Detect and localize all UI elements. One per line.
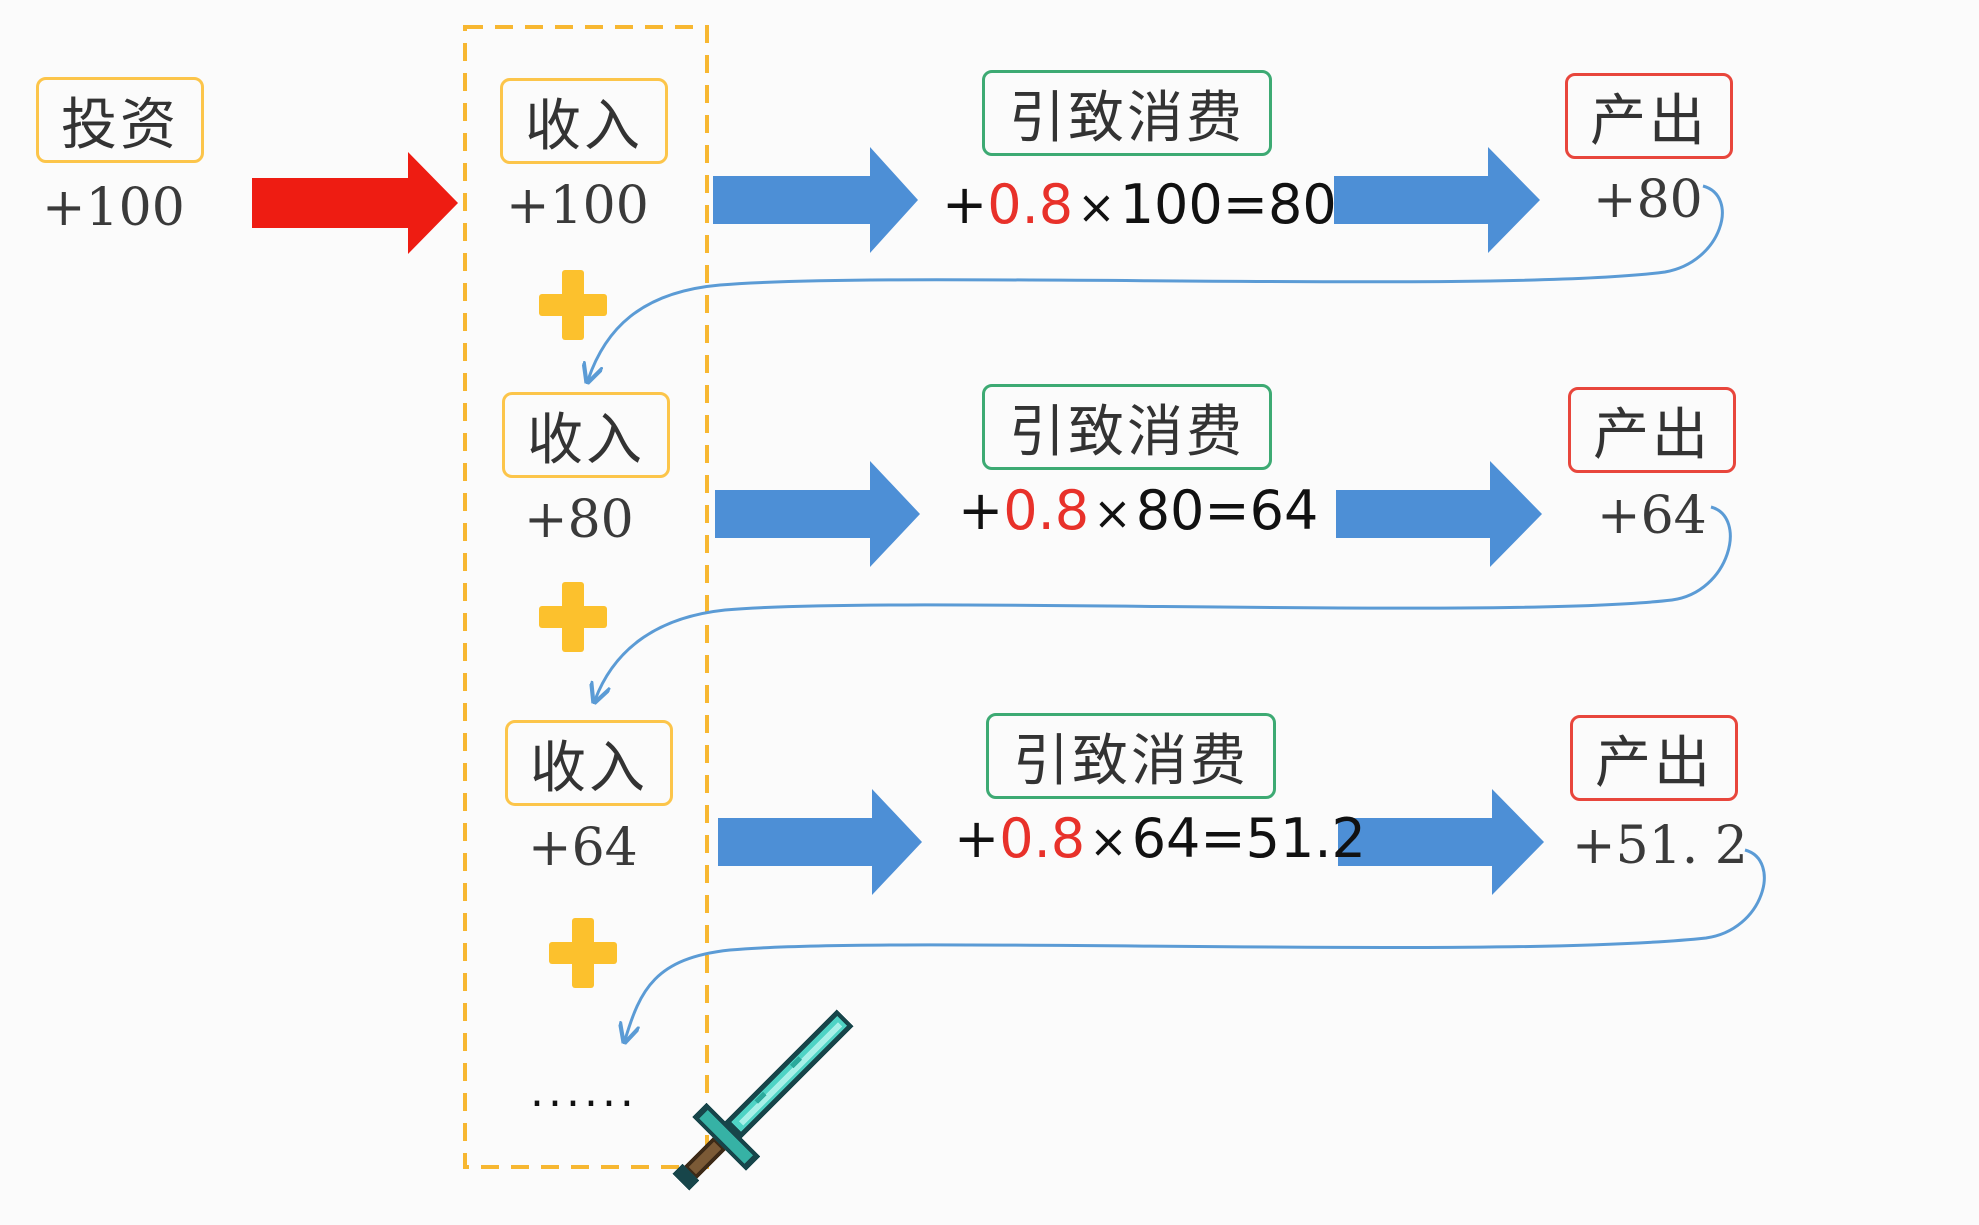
plus-icon — [539, 582, 607, 652]
consumption-box: 引致消费 — [982, 70, 1272, 156]
income-value: +80 — [524, 490, 634, 550]
investment-box: 投资 — [36, 77, 204, 163]
times-sign: × — [1093, 486, 1132, 540]
investment-label: 投资 — [61, 92, 179, 158]
consumption-label: 引致消费 — [1013, 728, 1249, 794]
mpc-coefficient: 0.8 — [987, 173, 1074, 236]
income-value: +100 — [506, 176, 649, 236]
investment-arrow-icon — [252, 152, 458, 254]
income-box: 收入 — [505, 720, 673, 806]
formula-result: 80=64 — [1135, 479, 1319, 542]
investment-value: +100 — [42, 178, 185, 238]
feedback-curve-icon — [595, 505, 1732, 700]
continuation-ellipsis: ...... — [530, 1066, 638, 1117]
consumption-to-output-arrow-icon — [1338, 789, 1544, 895]
income-to-consumption-arrow-icon — [713, 147, 918, 253]
consumption-to-output-arrow-icon — [1336, 461, 1542, 567]
income-label: 收入 — [527, 407, 645, 473]
income-label: 收入 — [525, 93, 643, 159]
consumption-formula: + 0.8 × 100=80 — [942, 178, 1337, 232]
output-box: 产出 — [1565, 73, 1733, 159]
formula-prefix: + — [954, 807, 1000, 870]
times-sign: × — [1089, 814, 1128, 868]
mpc-coefficient: 0.8 — [1003, 479, 1090, 542]
income-label: 收入 — [530, 735, 648, 801]
output-box: 产出 — [1568, 387, 1736, 473]
output-value: +51. 2 — [1572, 816, 1748, 876]
income-box: 收入 — [502, 392, 670, 478]
consumption-label: 引致消费 — [1009, 85, 1245, 151]
income-column-border — [463, 25, 709, 1169]
output-value: +80 — [1593, 170, 1703, 230]
income-to-consumption-arrow-icon — [718, 789, 922, 895]
consumption-to-output-arrow-icon — [1334, 147, 1540, 253]
output-label: 产出 — [1595, 730, 1713, 796]
formula-result: 100=80 — [1119, 173, 1337, 236]
feedback-curve-icon — [588, 184, 1724, 380]
mpc-coefficient: 0.8 — [999, 807, 1086, 870]
income-box: 收入 — [500, 78, 668, 164]
output-value: +64 — [1597, 486, 1707, 546]
income-value: +64 — [528, 818, 638, 878]
output-box: 产出 — [1570, 715, 1738, 801]
consumption-box: 引致消费 — [982, 384, 1272, 470]
formula-result: 64=51.2 — [1131, 807, 1366, 870]
formula-prefix: + — [942, 173, 988, 236]
consumption-box: 引致消费 — [986, 713, 1276, 799]
output-label: 产出 — [1590, 88, 1708, 154]
times-sign: × — [1077, 180, 1116, 234]
formula-prefix: + — [958, 479, 1004, 542]
consumption-formula: + 0.8 × 64=51.2 — [954, 812, 1366, 866]
plus-icon — [549, 918, 617, 988]
income-to-consumption-arrow-icon — [715, 461, 920, 567]
consumption-label: 引致消费 — [1009, 399, 1245, 465]
feedback-curve-icon — [625, 848, 1766, 1040]
output-label: 产出 — [1593, 402, 1711, 468]
diamond-sword-icon — [672, 1009, 854, 1191]
plus-icon — [539, 270, 607, 340]
consumption-formula: + 0.8 × 80=64 — [958, 484, 1318, 538]
